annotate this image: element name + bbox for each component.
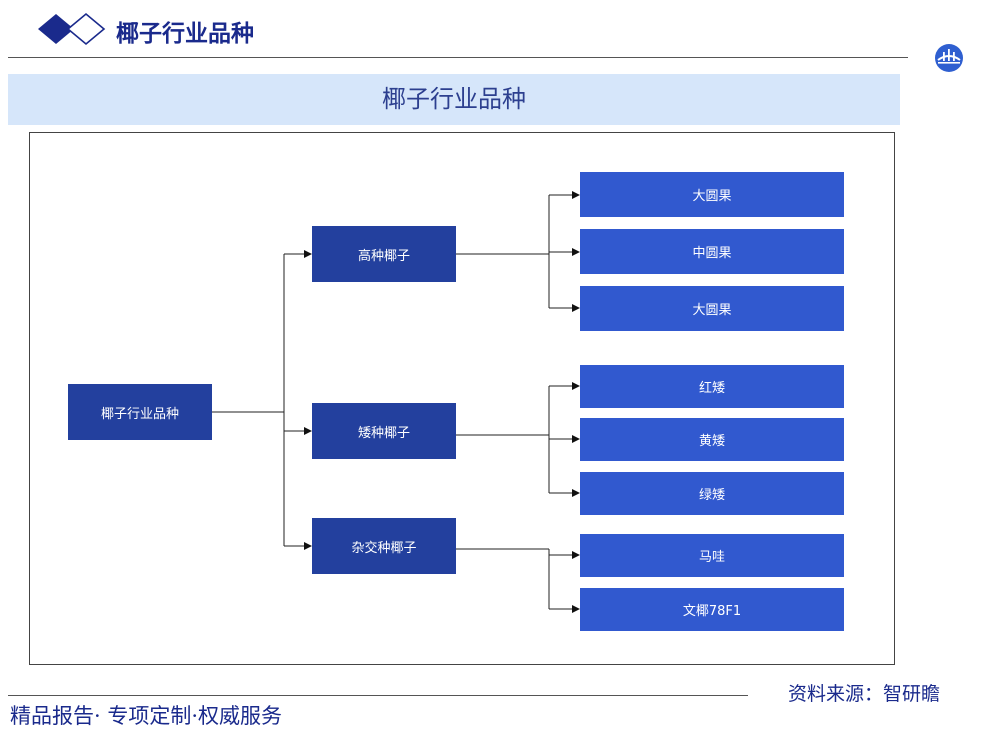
leaf-node: 文椰78F1	[580, 588, 844, 631]
source-note: 资料来源：智研瞻	[788, 683, 941, 705]
banner-title: 椰子行业品种	[382, 85, 526, 113]
branch-node-dwarf-coconut: 矮种椰子	[312, 403, 456, 459]
page-title: 椰子行业品种	[116, 20, 254, 47]
double-diamond-icon	[38, 12, 106, 46]
root-node: 椰子行业品种	[68, 384, 212, 440]
leaf-node: 黄矮	[580, 418, 844, 461]
title-banner: 椰子行业品种	[8, 74, 900, 125]
header-divider	[8, 57, 908, 58]
footer-divider	[8, 695, 748, 696]
leaf-node: 中圆果	[580, 229, 844, 274]
branch-node-hybrid-coconut: 杂交种椰子	[312, 518, 456, 574]
branch-node-tall-coconut: 高种椰子	[312, 226, 456, 282]
footer-tagline: 精品报告· 专项定制·权威服务	[10, 704, 283, 728]
leaf-node: 大圆果	[580, 286, 844, 331]
leaf-node: 红矮	[580, 365, 844, 408]
bridge-badge-icon	[935, 44, 963, 72]
diagram-frame	[29, 132, 895, 665]
leaf-node: 马哇	[580, 534, 844, 577]
leaf-node: 大圆果	[580, 172, 844, 217]
leaf-node: 绿矮	[580, 472, 844, 515]
